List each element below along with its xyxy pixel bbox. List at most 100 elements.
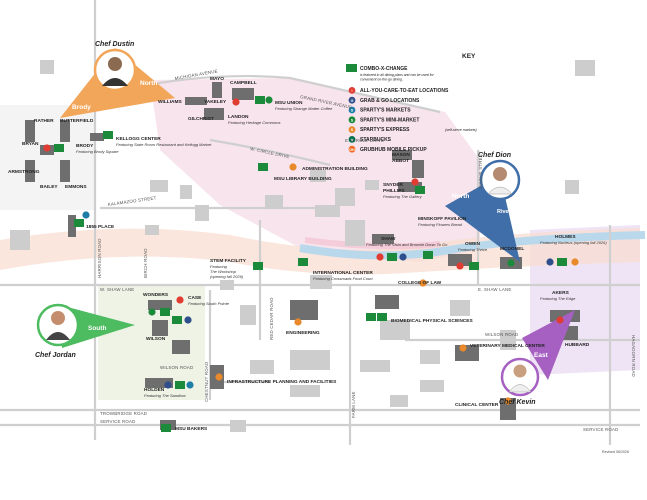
brody-neighborhood-zone	[0, 105, 95, 210]
south-neighborhood-zone	[98, 285, 205, 400]
street-label: RED CEDAR ROAD	[269, 297, 274, 340]
combo-x-change-marker[interactable]	[175, 381, 185, 389]
building-sub-holmes: Featuring Nucleus (opening fall 2026)	[540, 240, 607, 245]
combo-x-change-marker[interactable]	[298, 258, 308, 266]
spartys-markets-icon-glyph: S	[351, 109, 354, 113]
building-label-bryan: BRYAN	[22, 141, 39, 147]
south-label: South	[88, 325, 106, 332]
combo-x-change-marker[interactable]	[377, 313, 387, 321]
spartys-mini-market-marker[interactable]	[265, 96, 273, 104]
building-label-brody: BRODY	[76, 143, 94, 149]
combo-x-change-marker[interactable]	[253, 262, 263, 270]
building-sub-intl: Featuring Crossroads Food Court	[313, 276, 373, 281]
spartys-express-marker[interactable]	[215, 373, 223, 381]
chef-jordan-label: Chef Jordan	[35, 352, 76, 359]
combo-x-change-marker[interactable]	[557, 258, 567, 266]
chef-dustin-portrait	[93, 48, 137, 92]
combo-note-1: is featured in all dining plans and can …	[360, 73, 435, 77]
chef-dion-portrait	[479, 159, 521, 201]
all-you-care-to-eat-marker[interactable]	[411, 178, 419, 186]
building-label-yakeley: YAKELEY	[204, 99, 227, 105]
all-you-care-to-eat-marker[interactable]	[176, 296, 184, 304]
all-you-care-to-eat-icon	[348, 87, 356, 94]
spartys-express-marker[interactable]	[459, 344, 467, 352]
spartys-express-marker[interactable]	[504, 397, 512, 405]
building-label-hubbard: HUBBARD	[565, 342, 590, 348]
grab-and-go-marker[interactable]	[399, 253, 407, 261]
key-item-label: SPARTY'S EXPRESS	[360, 127, 410, 133]
all-you-care-to-eat-marker[interactable]	[556, 316, 564, 324]
building-sub-stem-2: The Workshop	[210, 269, 237, 274]
building-label-wilson: WILSON	[146, 336, 166, 342]
building-label-campbell: CAMPBELL	[230, 80, 257, 86]
building-label-shaw: SHAW	[381, 236, 396, 242]
combo-x-change-marker[interactable]	[258, 163, 268, 171]
spartys-market-marker[interactable]	[82, 211, 90, 219]
spartys-express-marker[interactable]	[419, 279, 427, 287]
street-label: WILSON ROAD	[485, 332, 518, 337]
key-title: KEY	[462, 53, 476, 60]
spartys-mini-market-marker[interactable]	[507, 259, 515, 267]
all-you-care-to-eat-marker[interactable]	[232, 98, 240, 106]
starbucks-icon	[348, 136, 356, 143]
combo-x-change-marker[interactable]	[172, 316, 182, 324]
combo-x-change-marker[interactable]	[103, 131, 113, 139]
combo-x-change-marker[interactable]	[366, 313, 376, 321]
campus-buildings	[10, 60, 595, 432]
building-label-bakers: MSU BAKERS	[175, 426, 208, 432]
key-item-label: STARBUCKS	[360, 137, 392, 143]
all-you-care-to-eat-marker[interactable]	[456, 262, 464, 270]
north-dion-label: North	[452, 193, 469, 200]
building-label-bailey: BAILEY	[40, 184, 58, 190]
spartys-express-marker[interactable]	[289, 163, 297, 171]
spartys-market-marker[interactable]	[186, 381, 194, 389]
spartys-express-marker[interactable]	[571, 258, 579, 266]
grab-and-go-marker[interactable]	[184, 316, 192, 324]
building-sub-msu-union: Featuring Strange Matter Coffee	[275, 106, 333, 111]
building-label-holmes: HOLMES	[555, 234, 576, 240]
map-key: KEY COMBO-X-CHANGE is featured in all di…	[346, 53, 477, 153]
revised-date: Revised 06/2026	[602, 450, 629, 454]
dining-markers[interactable]	[43, 96, 579, 432]
building-label-engineering: ENGINEERING	[286, 330, 320, 336]
all-you-care-to-eat-icon-glyph: !	[351, 89, 352, 93]
combo-x-change-marker[interactable]	[160, 308, 170, 316]
building-sub-snyder: Featuring The Gallery	[383, 194, 423, 199]
street-label: E. CIRCLE DRIVE	[345, 138, 384, 143]
building-sub-akers: Featuring The Edge	[540, 296, 576, 301]
building-labels: WILLIAMS MAYO CAMPBELL MSU UNION Featuri…	[8, 76, 607, 432]
spartys-mini-market-marker[interactable]	[148, 308, 156, 316]
grab-and-go-marker[interactable]	[164, 381, 172, 389]
combo-x-change-marker[interactable]	[423, 251, 433, 259]
combo-x-change-marker[interactable]	[415, 186, 425, 194]
all-you-care-to-eat-marker[interactable]	[43, 144, 51, 152]
spartys-express-icon	[348, 126, 356, 133]
combo-x-change-marker[interactable]	[255, 96, 265, 104]
combo-x-change-marker[interactable]	[469, 262, 479, 270]
building-label-vet: VETERINARY MEDICAL CENTER	[470, 343, 545, 349]
combo-x-change-marker[interactable]	[54, 144, 64, 152]
river-trail-label: River Trail	[497, 209, 524, 215]
building-sub-owen: Featuring Thrive	[458, 247, 488, 252]
spartys-markets-icon	[348, 106, 356, 114]
all-you-care-to-eat-marker[interactable]	[376, 253, 384, 261]
starbucks-icon-glyph: ★	[350, 137, 354, 142]
spartys-express-marker[interactable]	[294, 318, 302, 326]
combo-x-change-marker[interactable]	[387, 253, 397, 261]
key-item: !ALL-YOU-CARE-TO-EAT LOCATIONS	[348, 87, 449, 94]
combo-x-change-marker[interactable]	[161, 424, 171, 432]
building-sub-minskoff: Featuring Flowers Bread	[418, 222, 463, 227]
grab-and-go-icon-glyph: G	[351, 99, 354, 103]
building-label-mcdonel: MCDONEL	[500, 246, 524, 252]
east-label: East	[534, 352, 549, 359]
grab-and-go-marker[interactable]	[546, 258, 554, 266]
building-label-mason: MASON	[392, 152, 410, 158]
combo-x-change-marker[interactable]	[74, 219, 84, 227]
building-label-mayo: MAYO	[210, 76, 224, 82]
